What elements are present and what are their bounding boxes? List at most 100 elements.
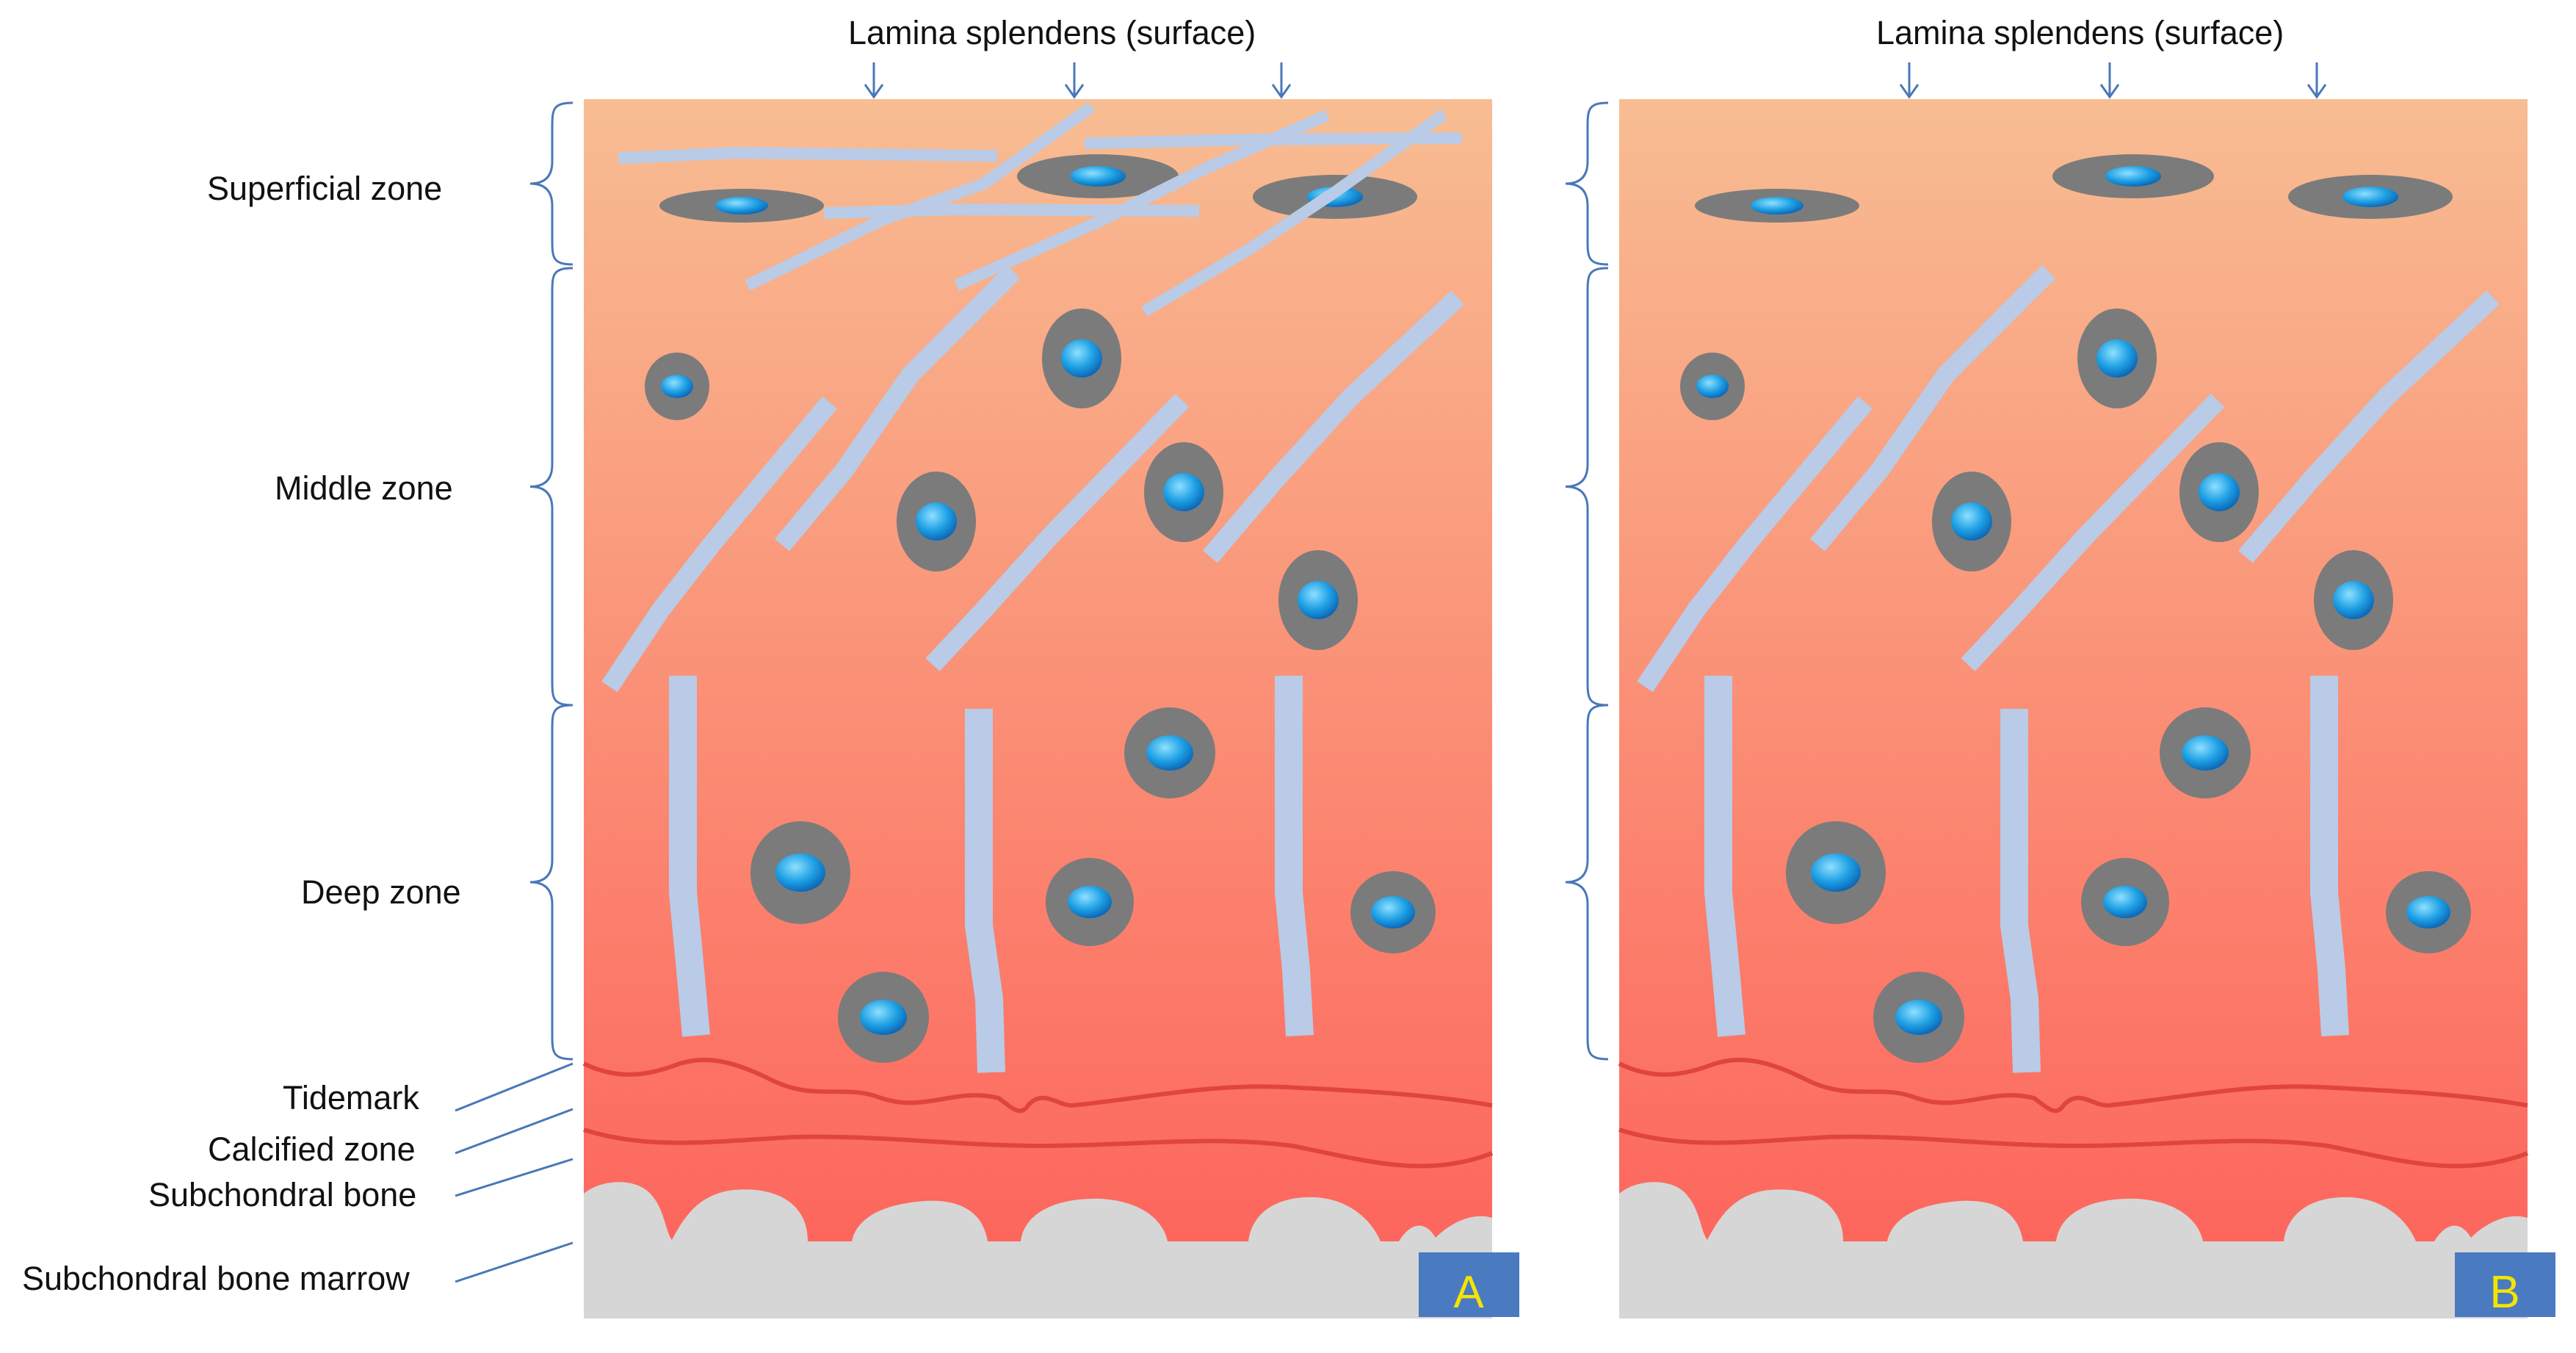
chondrocyte <box>1695 189 1859 223</box>
middle-zone-label: Middle zone <box>275 469 453 507</box>
chondrocyte-nucleus <box>661 375 693 398</box>
chondrocyte <box>1017 154 1179 198</box>
chondrocyte <box>897 472 976 571</box>
collagen-fiber-middle <box>601 396 837 693</box>
chondrocyte-nucleus <box>715 197 768 214</box>
surface-arrowhead <box>1064 84 1085 99</box>
chondrocyte <box>1786 821 1886 924</box>
chondrocyte <box>2288 175 2453 219</box>
chondrocyte <box>1144 442 1223 542</box>
surface-arrowhead <box>2099 84 2120 99</box>
lamina-splendens-label-a: Lamina splendens (surface) <box>848 14 1256 51</box>
chondrocyte-nucleus <box>1061 339 1102 378</box>
lamina-splendens-label-b: Lamina splendens (surface) <box>1876 14 2284 51</box>
surface-arrowhead <box>2307 84 2327 99</box>
chondrocyte <box>1873 972 1964 1063</box>
pointer-line <box>455 1241 574 1283</box>
pointer-line <box>455 1108 574 1155</box>
chondrocyte-nucleus <box>1371 896 1415 928</box>
collagen-fiber-superficial <box>618 146 998 165</box>
superficial-zone-brace <box>1565 101 1609 266</box>
chondrocyte <box>2160 707 2251 798</box>
collagen-fiber-middle <box>1203 290 1464 563</box>
chondrocyte-nucleus <box>2105 166 2161 187</box>
tidemark-line <box>582 1057 1493 1114</box>
chondrocyte-nucleus <box>2342 187 2398 207</box>
chondrocyte-nucleus <box>1070 166 1126 187</box>
collagen-fiber-deep <box>2310 676 2349 1037</box>
collagen-fiber-middle <box>1810 264 2056 552</box>
collagen-fiber-deep <box>1704 676 1745 1037</box>
surface-arrowhead <box>1271 84 1292 99</box>
chondrocyte-nucleus <box>1751 197 1803 214</box>
chondrocyte-nucleus <box>916 502 957 541</box>
subchondral-bone <box>584 1182 1492 1318</box>
calcified-zone-line <box>583 1128 1494 1169</box>
layer-pointer-lines <box>455 1062 574 1283</box>
chondrocyte <box>2081 858 2169 946</box>
chondrocyte <box>1680 353 1745 420</box>
middle-zone-brace <box>1565 267 1609 707</box>
surface-arrowhead <box>864 84 884 99</box>
collagen-fiber-superficial <box>1141 109 1448 317</box>
collagen-fiber-middle <box>1961 393 2225 671</box>
collagen-fiber-deep <box>669 676 710 1037</box>
tidemark-label: Tidemark <box>283 1079 419 1116</box>
collagen-fiber-superficial <box>1084 131 1462 150</box>
panel-b: B <box>745 62 2555 1318</box>
collagen-fiber-superficial <box>954 109 1330 291</box>
subchondral-bone-marrow-label: Subchondral bone marrow <box>22 1260 410 1297</box>
chondrocyte <box>1278 550 1358 650</box>
chondrocyte-nucleus <box>1163 473 1204 511</box>
chondrocyte <box>659 189 824 223</box>
chondrocyte <box>1124 707 1215 798</box>
chondrocyte <box>750 821 850 924</box>
tidemark-line <box>1618 1057 2528 1114</box>
superficial-zone-brace <box>529 101 574 266</box>
chondrocyte <box>2314 550 2393 650</box>
chondrocyte-nucleus <box>1068 886 1112 918</box>
panel-letter: A <box>1453 1267 1484 1318</box>
chondrocyte <box>2386 871 2471 953</box>
chondrocyte-nucleus <box>1951 502 1992 541</box>
chondrocyte-nucleus <box>2333 581 2374 619</box>
chondrocyte-nucleus <box>2182 735 2229 771</box>
collagen-fiber-middle <box>925 393 1190 671</box>
cartilage-body <box>1619 99 2528 1241</box>
panel-a: A <box>529 62 1519 1318</box>
collagen-fiber-deep <box>2000 709 2041 1073</box>
chondrocyte-nucleus <box>1146 735 1193 771</box>
chondrocyte <box>1932 472 2011 571</box>
chondrocyte-nucleus <box>860 1000 907 1035</box>
chondrocyte-nucleus <box>1895 1000 1942 1035</box>
calcified-zone-label: Calcified zone <box>208 1130 416 1168</box>
chondrocyte <box>645 353 709 420</box>
panel-label-box <box>2455 1252 2555 1317</box>
chondrocyte-nucleus <box>2406 896 2450 928</box>
chondrocyte-nucleus <box>775 854 825 892</box>
chondrocyte-nucleus <box>2096 339 2138 378</box>
deep-zone-brace <box>1565 704 1609 1061</box>
pointer-line <box>455 1062 574 1112</box>
chondrocyte <box>1046 858 1134 946</box>
collagen-fiber-superficial <box>823 203 1200 220</box>
deep-zone-brace <box>529 704 574 1061</box>
cartilage-body <box>584 99 1492 1241</box>
chondrocyte <box>838 972 929 1063</box>
collagen-fiber-deep <box>965 709 1005 1073</box>
panel-letter: B <box>2489 1267 2519 1318</box>
collagen-fiber-middle <box>775 264 1021 552</box>
middle-zone-brace <box>529 267 574 707</box>
calcified-zone-line <box>1618 1128 2529 1169</box>
chondrocyte-nucleus <box>2199 473 2240 511</box>
chondrocyte-nucleus <box>1696 375 1729 398</box>
chondrocyte-nucleus <box>1298 581 1339 619</box>
subchondral-bone-label: Subchondral bone <box>148 1176 416 1213</box>
collagen-fiber-middle <box>2238 290 2500 563</box>
panel-label-box <box>1419 1252 1519 1317</box>
chondrocyte <box>2077 309 2157 408</box>
collagen-fiber-deep <box>1275 676 1314 1037</box>
chondrocyte <box>2179 442 2259 542</box>
